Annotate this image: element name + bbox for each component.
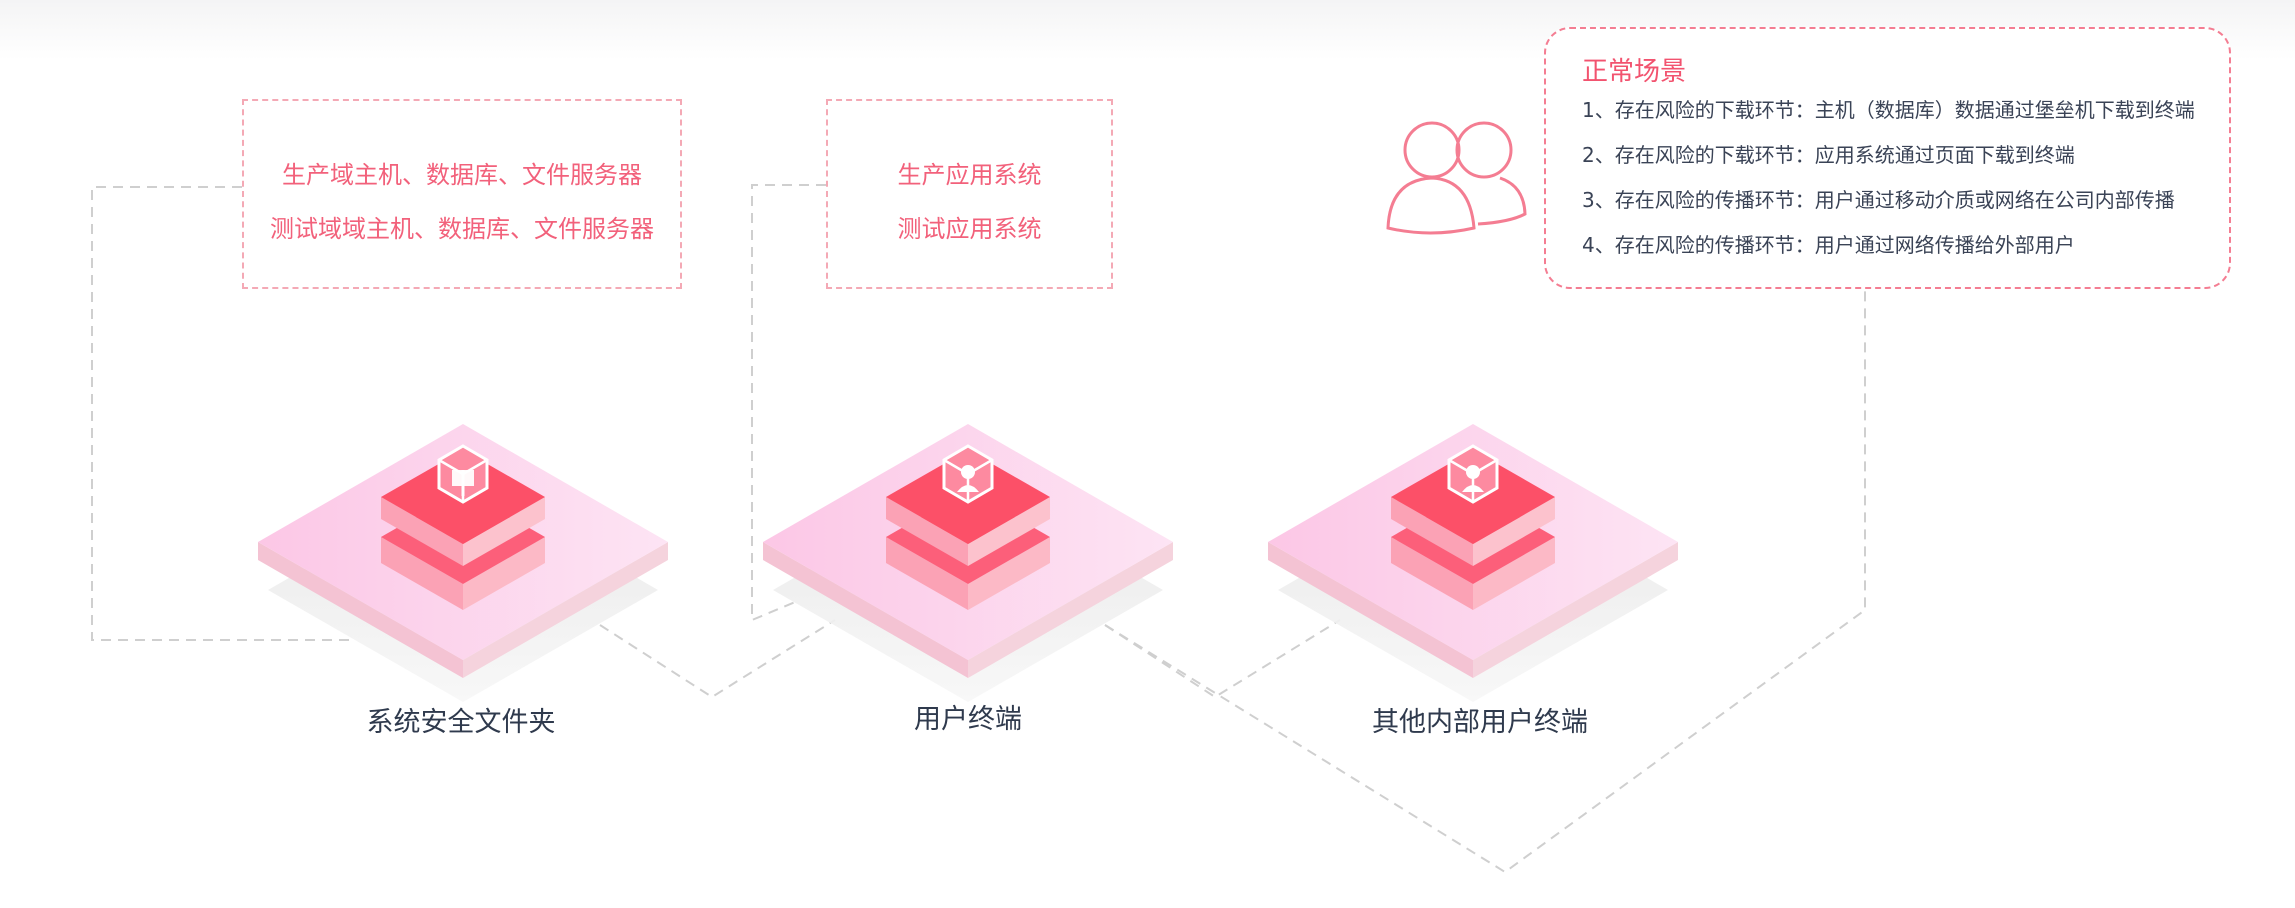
connector-hosts-to-folder [91, 186, 355, 641]
user-icon [1462, 465, 1484, 492]
scenario-item-4: 4、存在风险的传播环节：用户通过网络传播给外部用户 [1582, 233, 2075, 257]
users-icon [1386, 121, 1527, 235]
node-user-terminal[interactable] [761, 422, 1175, 704]
scenario-title: 正常场景 [1582, 57, 1687, 87]
apps-box: 生产应用系统 测试应用系统 [826, 99, 1113, 289]
apps-box-line-2: 测试应用系统 [897, 215, 1042, 243]
apps-box-line-1: 生产应用系统 [897, 161, 1042, 189]
package-icon [452, 470, 474, 496]
hosts-box-line-1: 生产域主机、数据库、文件服务器 [282, 161, 642, 189]
connector-apps-to-terminal [751, 184, 826, 622]
hosts-box-line-2: 测试域域主机、数据库、文件服务器 [270, 215, 654, 243]
node-label-user-terminal: 用户终端 [914, 704, 1022, 735]
user-icon [957, 465, 979, 492]
scenario-item-2: 2、存在风险的下载环节：应用系统通过页面下载到终端 [1582, 143, 2075, 167]
scenario-item-3: 3、存在风险的传播环节：用户通过移动介质或网络在公司内部传播 [1582, 188, 2175, 212]
scenario-item-1: 1、存在风险的下载环节：主机（数据库）数据通过堡垒机下载到终端 [1582, 98, 2195, 122]
node-other-terminal[interactable] [1266, 422, 1680, 704]
scenario-box: 正常场景 1、存在风险的下载环节：主机（数据库）数据通过堡垒机下载到终端 2、存… [1544, 27, 2231, 289]
node-label-folder: 系统安全文件夹 [366, 707, 556, 738]
node-label-other-terminal: 其他内部用户终端 [1372, 707, 1588, 738]
hosts-box: 生产域主机、数据库、文件服务器 测试域域主机、数据库、文件服务器 [242, 99, 682, 289]
connector-terminal-to-scenario [1104, 290, 1866, 874]
connector-folder-to-terminal [599, 619, 836, 699]
node-folder[interactable] [256, 422, 670, 704]
connector-terminal-to-other [1104, 619, 1341, 699]
